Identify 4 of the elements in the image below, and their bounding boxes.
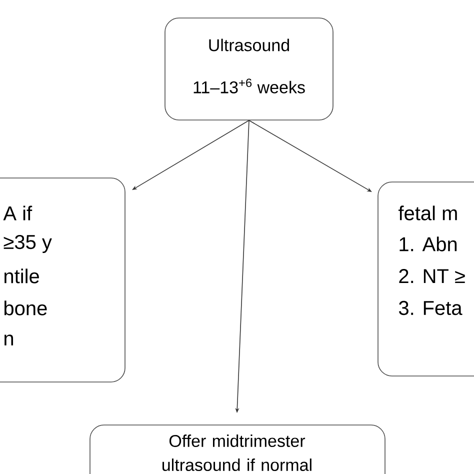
process-box: Offer midtrimester ultrasound if normal	[90, 424, 386, 474]
process-box: fetal m 1. Abn 2. NT ≥ 3. Feta	[378, 182, 474, 376]
process-box: Ultrasound 11–13$^{+6}$ weeks	[164, 18, 334, 120]
process-box: A if ≥35 y ntile bone n	[0, 178, 126, 382]
